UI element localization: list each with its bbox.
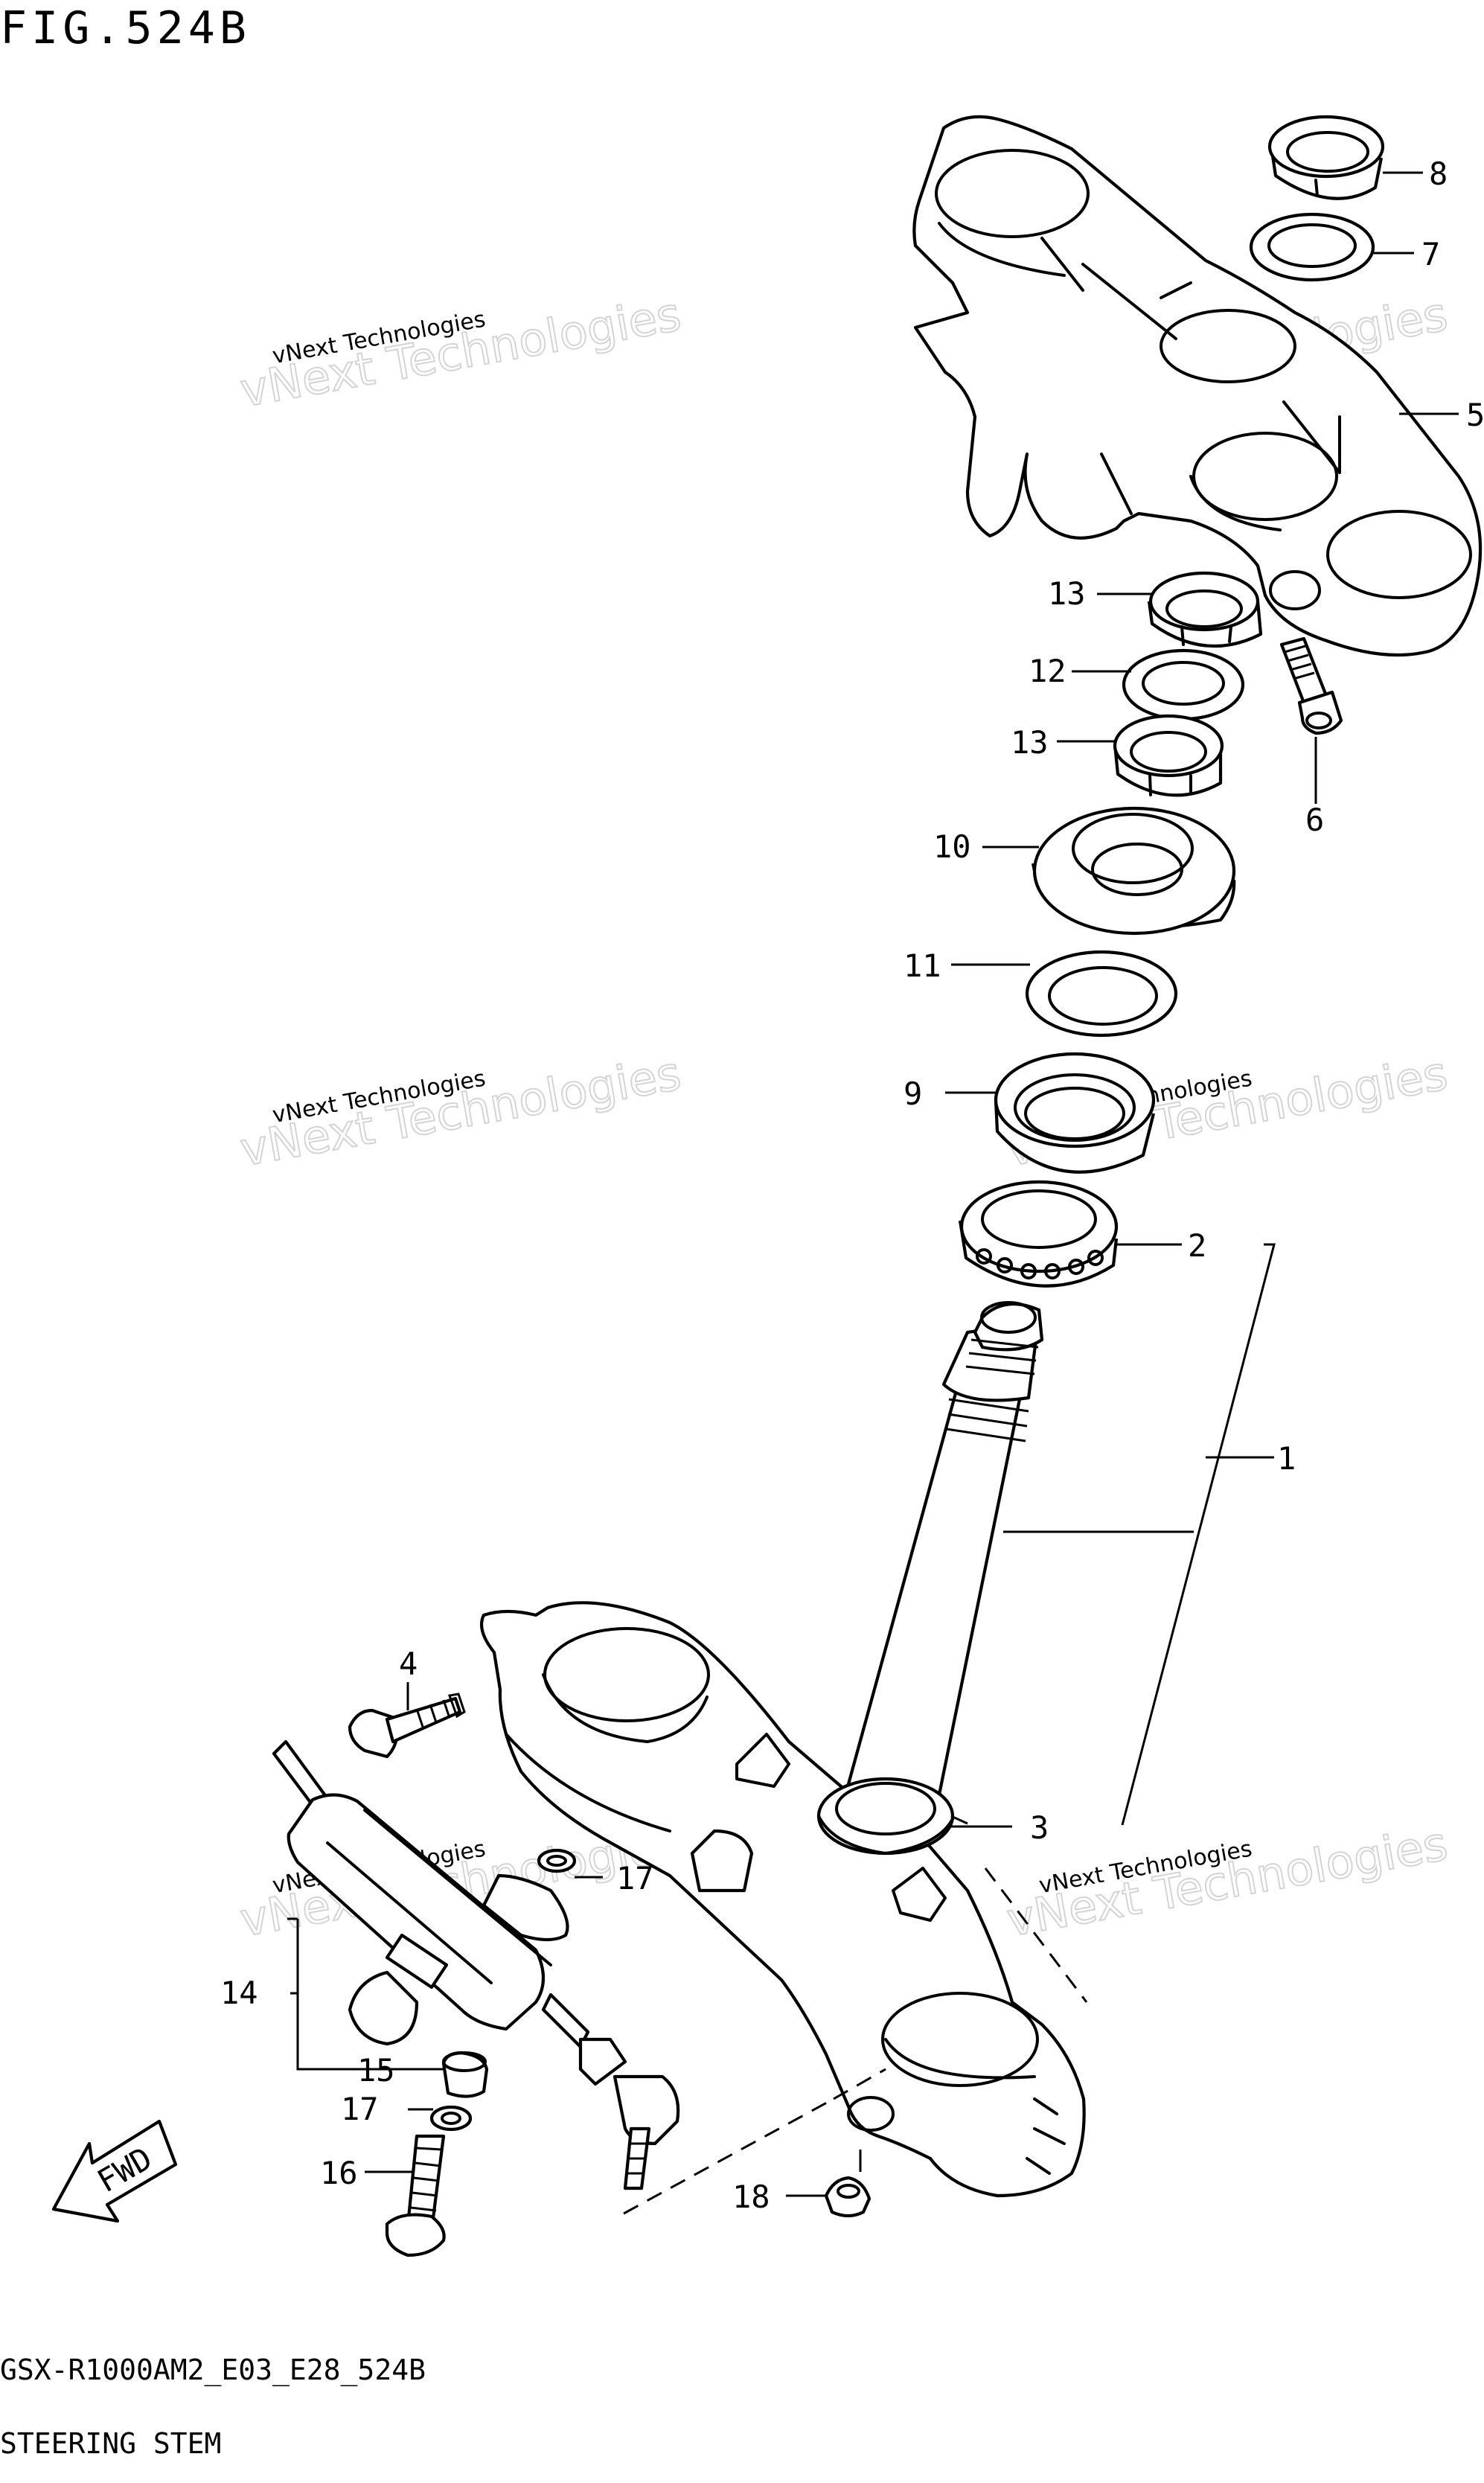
footer-model-code: GSX-R1000AM2_E03_E28_524B <box>0 2353 426 2387</box>
callout-11: 11 <box>903 947 941 984</box>
part-16-bolt <box>385 2134 446 2257</box>
watermark-6: vNext Technologies vNext Technologies <box>1002 1815 1452 1948</box>
callout-8: 8 <box>1429 156 1448 192</box>
callout-17-lower: 17 <box>341 2091 379 2127</box>
part-3-dust-seal <box>817 1815 954 1855</box>
callout-1: 1 <box>1277 1440 1296 1477</box>
footer-section-name: STEERING STEM <box>0 2427 221 2460</box>
part-18-nut <box>824 2176 871 2218</box>
callout-13-lower: 13 <box>1011 724 1049 761</box>
part-9-bearing-race <box>994 1052 1156 1174</box>
watermark-3: vNext Technologies vNext Technologies <box>235 1045 685 1177</box>
part-11-washer <box>1025 950 1178 1038</box>
callout-12: 12 <box>1029 653 1066 689</box>
part-6-bolt <box>1279 636 1343 735</box>
callout-4: 4 <box>399 1646 418 1682</box>
part-17-washer-lower <box>429 2105 473 2132</box>
callouts: 1 2 3 4 5 6 7 8 9 10 11 12 13 13 14 15 1… <box>220 156 1484 2215</box>
callout-18: 18 <box>732 2179 770 2215</box>
part-10-dust-seal <box>1031 806 1236 936</box>
callout-13-upper: 13 <box>1048 575 1086 612</box>
part-1-steering-stem <box>480 1301 1086 2198</box>
part-12-lock-washer <box>1122 648 1245 721</box>
part-8-nut <box>1267 115 1385 200</box>
part-5-upper-bracket <box>912 115 1483 657</box>
callout-3: 3 <box>1030 1809 1049 1846</box>
callout-15: 15 <box>357 2052 395 2089</box>
callout-10: 10 <box>933 828 971 865</box>
callout-16: 16 <box>320 2155 358 2191</box>
part-13-upper-locknut <box>1147 571 1263 648</box>
callout-9: 9 <box>903 1076 922 1112</box>
part-17-washer-upper <box>537 1848 577 1873</box>
figure-title: FIG.524B <box>0 2 251 54</box>
part-2-bearing <box>958 1180 1119 1288</box>
fwd-arrow: FWD <box>51 2119 178 2223</box>
callout-6: 6 <box>1305 802 1324 838</box>
callout-2: 2 <box>1188 1227 1206 1264</box>
part-7-washer <box>1249 212 1375 282</box>
leader-lines <box>287 171 1459 2215</box>
callout-14: 14 <box>220 1975 258 2011</box>
callout-7: 7 <box>1421 236 1440 272</box>
callout-5: 5 <box>1466 397 1484 433</box>
part-4-bolt <box>348 1693 466 1759</box>
watermark-1: vNext Technologies vNext Technologies <box>235 286 685 418</box>
part-14-steering-damper <box>272 1739 680 2190</box>
part-15-cap <box>441 2051 489 2098</box>
part-13-lower-locknut <box>1113 714 1224 797</box>
callout-17-upper: 17 <box>616 1860 654 1896</box>
